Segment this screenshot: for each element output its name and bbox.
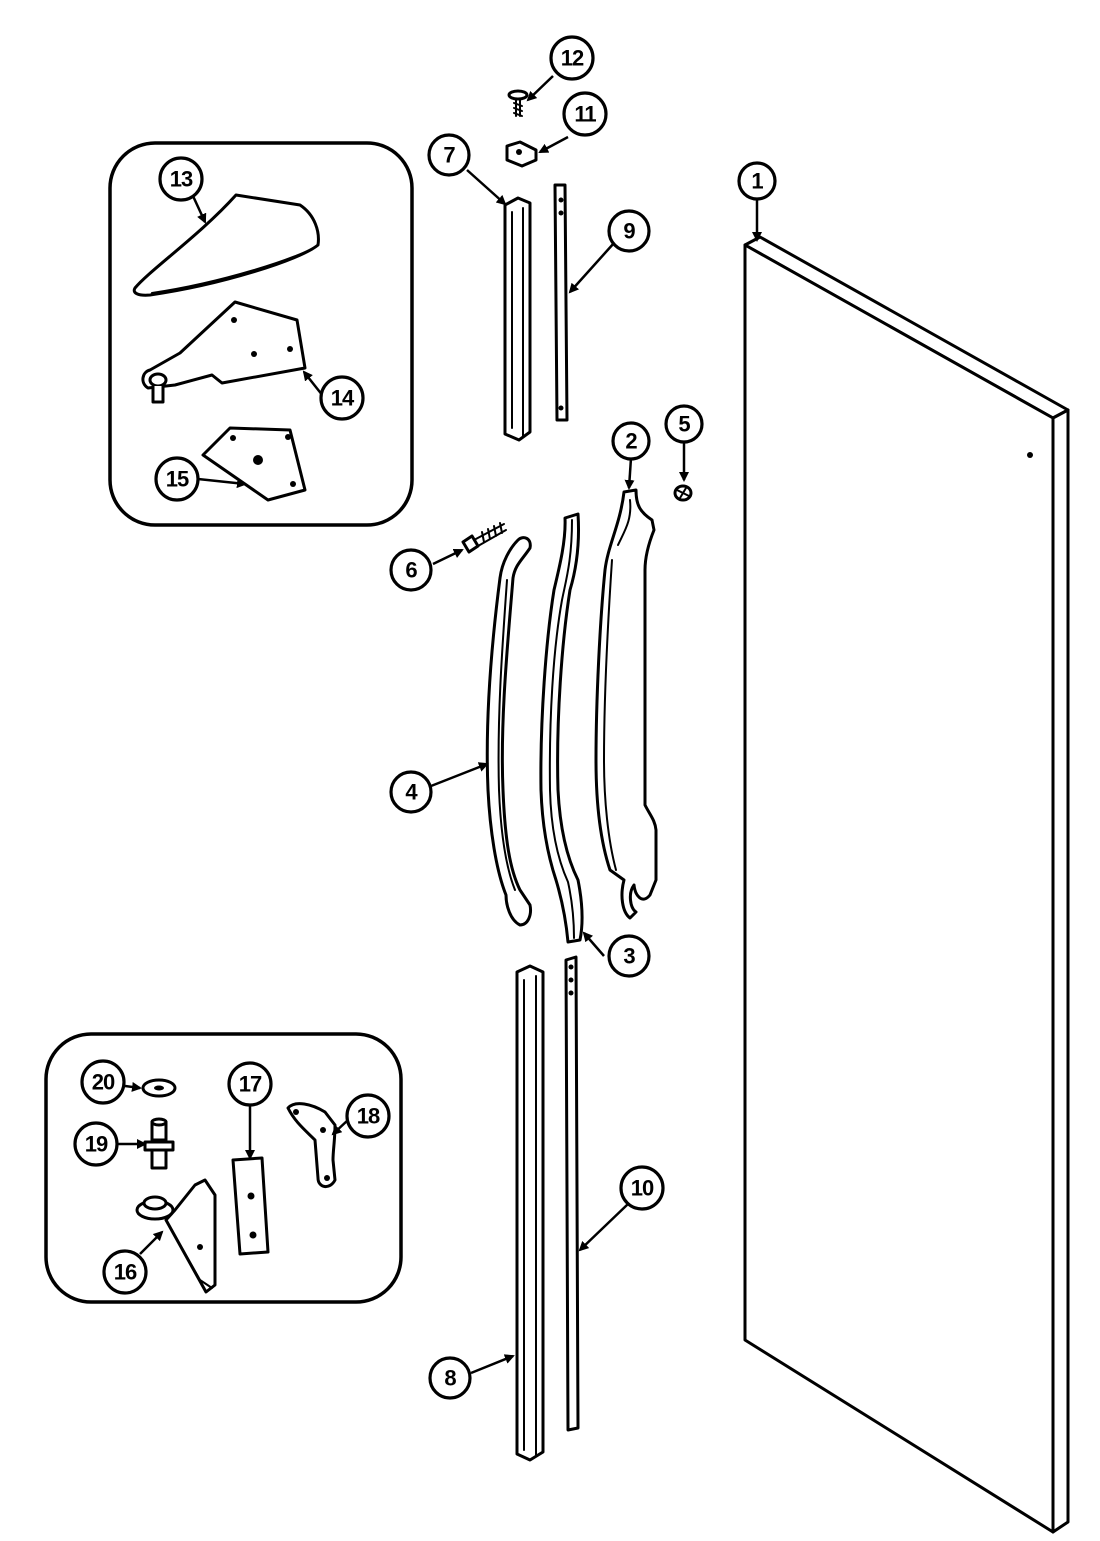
lower-hinge-inset [44,1032,403,1304]
hinge-shim-part-17 [231,1156,270,1256]
screw-part-5 [673,484,693,502]
svg-text:8: 8 [444,1366,456,1391]
callout-15: 15 [154,456,200,502]
svg-text:5: 5 [678,412,690,437]
lower-handle-trim-part [515,964,545,1462]
upper-mounting-strip-part [553,183,569,422]
svg-text:20: 20 [92,1070,115,1095]
svg-text:11: 11 [574,102,596,127]
svg-text:4: 4 [405,780,418,805]
callout-1: 1 [737,161,777,201]
svg-text:18: 18 [357,1104,380,1129]
callout-2: 2 [611,421,651,461]
svg-text:1: 1 [751,169,763,194]
callout-7: 7 [427,133,471,177]
callout-6: 6 [389,548,433,592]
svg-text:14: 14 [331,386,355,411]
callout-3: 3 [607,934,651,978]
callout-12: 12 [549,35,595,81]
handle-grip-part-4 [485,536,532,927]
svg-text:10: 10 [631,1176,654,1201]
svg-text:6: 6 [405,558,417,583]
svg-text:16: 16 [114,1260,137,1285]
hinge-plate-part-15 [201,426,307,502]
callout-5: 5 [664,404,704,444]
svg-text:9: 9 [623,219,635,244]
hinge-bracket-part-14 [141,300,307,404]
svg-text:3: 3 [623,944,635,969]
svg-text:17: 17 [239,1072,262,1097]
callout-20: 20 [80,1059,126,1105]
lower-hinge-part-16 [135,1178,217,1294]
svg-text:2: 2 [625,429,637,454]
svg-text:13: 13 [170,167,193,192]
callout-14: 14 [319,375,365,421]
leader-arrows [118,75,762,1375]
callout-19: 19 [73,1121,119,1167]
svg-text:15: 15 [166,467,189,492]
callout-4: 4 [389,770,433,814]
hinge-cover-part-13 [132,193,320,297]
screw-part-6 [461,522,507,554]
hinge-bracket-part-18 [286,1102,337,1188]
svg-text:12: 12 [561,46,584,71]
handle-base-part-2 [594,488,658,920]
screw-part-12 [507,89,529,117]
callout-8: 8 [428,1356,472,1400]
callout-18: 18 [345,1093,391,1139]
callout-11: 11 [562,91,608,137]
callout-10: 10 [619,1165,665,1211]
callout-13: 13 [158,156,204,202]
svg-text:19: 19 [85,1132,108,1157]
upper-handle-trim-part [503,196,532,442]
lower-mounting-strip-part [564,955,580,1432]
handle-grip-part-3 [539,512,584,944]
callout-17: 17 [227,1061,273,1107]
upper-hinge-inset [108,141,414,527]
end-cap-part-11 [505,140,538,168]
svg-text:7: 7 [443,143,455,168]
door-panel-part [743,235,1070,1534]
washer-part-20 [141,1078,177,1098]
callout-9: 9 [607,209,651,253]
callout-16: 16 [102,1249,148,1295]
